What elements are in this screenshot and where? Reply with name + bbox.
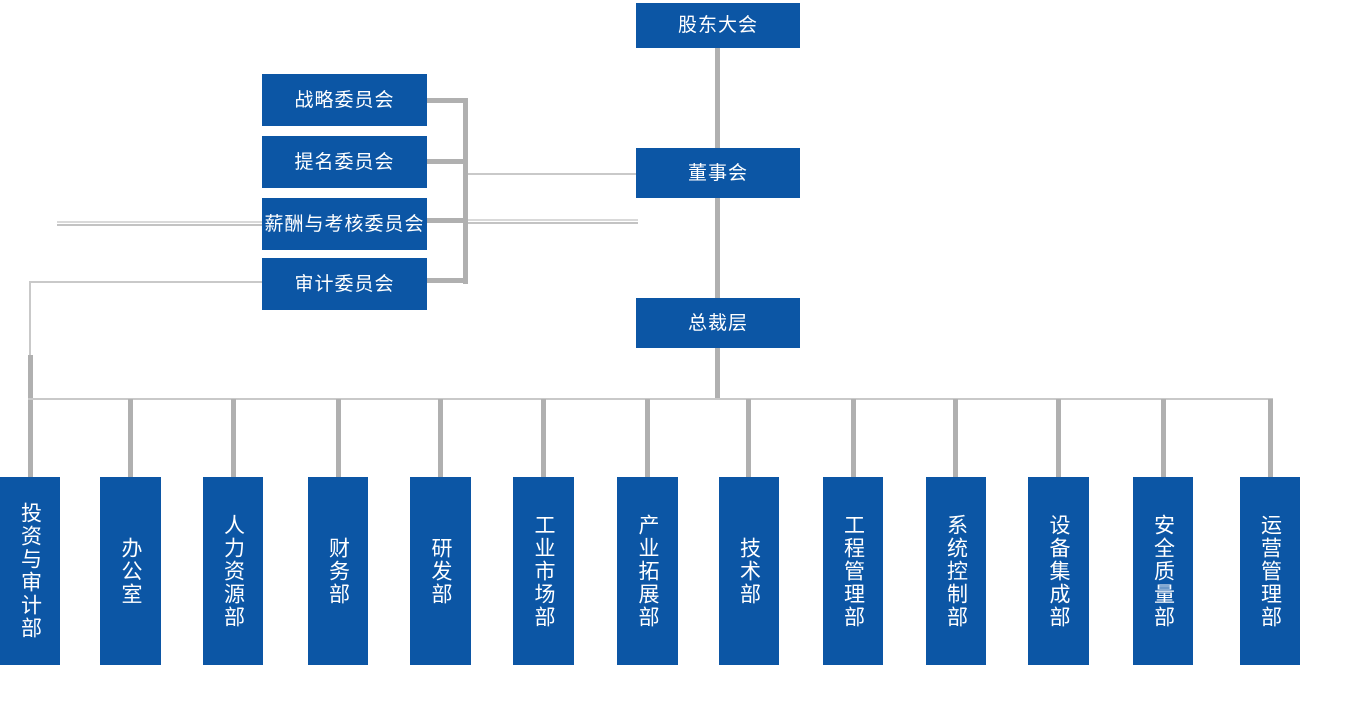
- connector-remuneration-left: [57, 221, 262, 226]
- node-dept-human-resources: 人力资源部: [203, 477, 263, 665]
- connector-remuneration-right: [468, 219, 638, 224]
- node-dept-finance-label: 财务部: [326, 536, 350, 606]
- node-dept-office-label: 办公室: [119, 536, 142, 606]
- connector-shareholders-board: [715, 48, 720, 148]
- connector-dept-stub: [746, 399, 751, 477]
- node-dept-research-development-label: 研发部: [429, 536, 452, 606]
- connector-audit-left: [30, 281, 262, 283]
- node-president-level: 总裁层: [636, 298, 800, 348]
- node-dept-operations-management-label: 运营管理部: [1258, 513, 1282, 629]
- connector-strategy-stub: [427, 98, 468, 103]
- node-strategy-committee: 战略委员会: [262, 74, 427, 126]
- node-dept-safety-quality-label: 安全质量部: [1151, 513, 1175, 629]
- connector-audit-down-thin: [29, 281, 31, 357]
- connector-dept-stub: [953, 399, 958, 477]
- connector-nomination-stub: [427, 159, 468, 164]
- node-remuneration-assessment-committee-label: 薪酬与考核委员会: [264, 213, 425, 235]
- node-dept-system-control: 系统控制部: [926, 477, 986, 665]
- node-dept-finance: 财务部: [308, 477, 368, 665]
- node-nomination-committee: 提名委员会: [262, 136, 427, 188]
- node-dept-investment-audit: 投资与审计部: [0, 477, 60, 665]
- node-dept-technology: 技术部: [719, 477, 779, 665]
- connector-dept-stub: [231, 399, 236, 477]
- node-audit-committee-label: 审计委员会: [294, 273, 395, 295]
- node-audit-committee: 审计委员会: [262, 258, 427, 310]
- node-dept-research-development: 研发部: [410, 477, 471, 665]
- node-strategy-committee-label: 战略委员会: [294, 89, 395, 111]
- connector-remuneration-stub: [427, 218, 468, 223]
- node-nomination-committee-label: 提名委员会: [294, 151, 395, 173]
- connector-committee-spine: [463, 98, 468, 284]
- node-board-of-directors: 董事会: [636, 148, 800, 198]
- node-dept-investment-audit-label: 投资与审计部: [18, 502, 42, 640]
- node-board-of-directors-label: 董事会: [687, 162, 748, 184]
- node-dept-office: 办公室: [100, 477, 161, 665]
- node-president-level-label: 总裁层: [687, 312, 748, 334]
- connector-dept-stub: [1161, 399, 1166, 477]
- node-dept-equipment-integration: 设备集成部: [1028, 477, 1089, 665]
- node-dept-engineering-management: 工程管理部: [823, 477, 883, 665]
- node-dept-industrial-market: 工业市场部: [513, 477, 574, 665]
- connector-board-president: [715, 197, 720, 299]
- node-shareholders-meeting: 股东大会: [636, 3, 800, 48]
- connector-committees-board: [468, 173, 636, 175]
- node-shareholders-meeting-label: 股东大会: [677, 15, 758, 36]
- connector-audit-down-thick: [28, 355, 33, 477]
- node-dept-operations-management: 运营管理部: [1240, 477, 1300, 665]
- connector-dept-stub: [645, 399, 650, 477]
- connector-department-bus: [28, 398, 1273, 400]
- connector-dept-stub: [851, 399, 856, 477]
- connector-dept-stub: [438, 399, 443, 477]
- connector-dept-stub: [1056, 399, 1061, 477]
- connector-president-bus: [715, 348, 720, 400]
- node-dept-technology-label: 技术部: [737, 536, 761, 606]
- connector-dept-stub: [336, 399, 341, 477]
- node-dept-industrial-market-label: 工业市场部: [532, 513, 555, 629]
- connector-audit-stub: [427, 278, 468, 283]
- node-dept-system-control-label: 系统控制部: [944, 513, 968, 629]
- node-remuneration-assessment-committee: 薪酬与考核委员会: [262, 198, 427, 250]
- connector-dept-stub: [1268, 399, 1273, 477]
- node-dept-industry-expansion: 产业拓展部: [617, 477, 678, 665]
- node-dept-engineering-management-label: 工程管理部: [841, 513, 865, 629]
- node-dept-human-resources-label: 人力资源部: [221, 513, 245, 629]
- node-dept-safety-quality: 安全质量部: [1133, 477, 1193, 665]
- node-dept-equipment-integration-label: 设备集成部: [1047, 513, 1070, 629]
- connector-dept-stub: [128, 399, 133, 477]
- connector-dept-stub: [541, 399, 546, 477]
- node-dept-industry-expansion-label: 产业拓展部: [636, 513, 659, 629]
